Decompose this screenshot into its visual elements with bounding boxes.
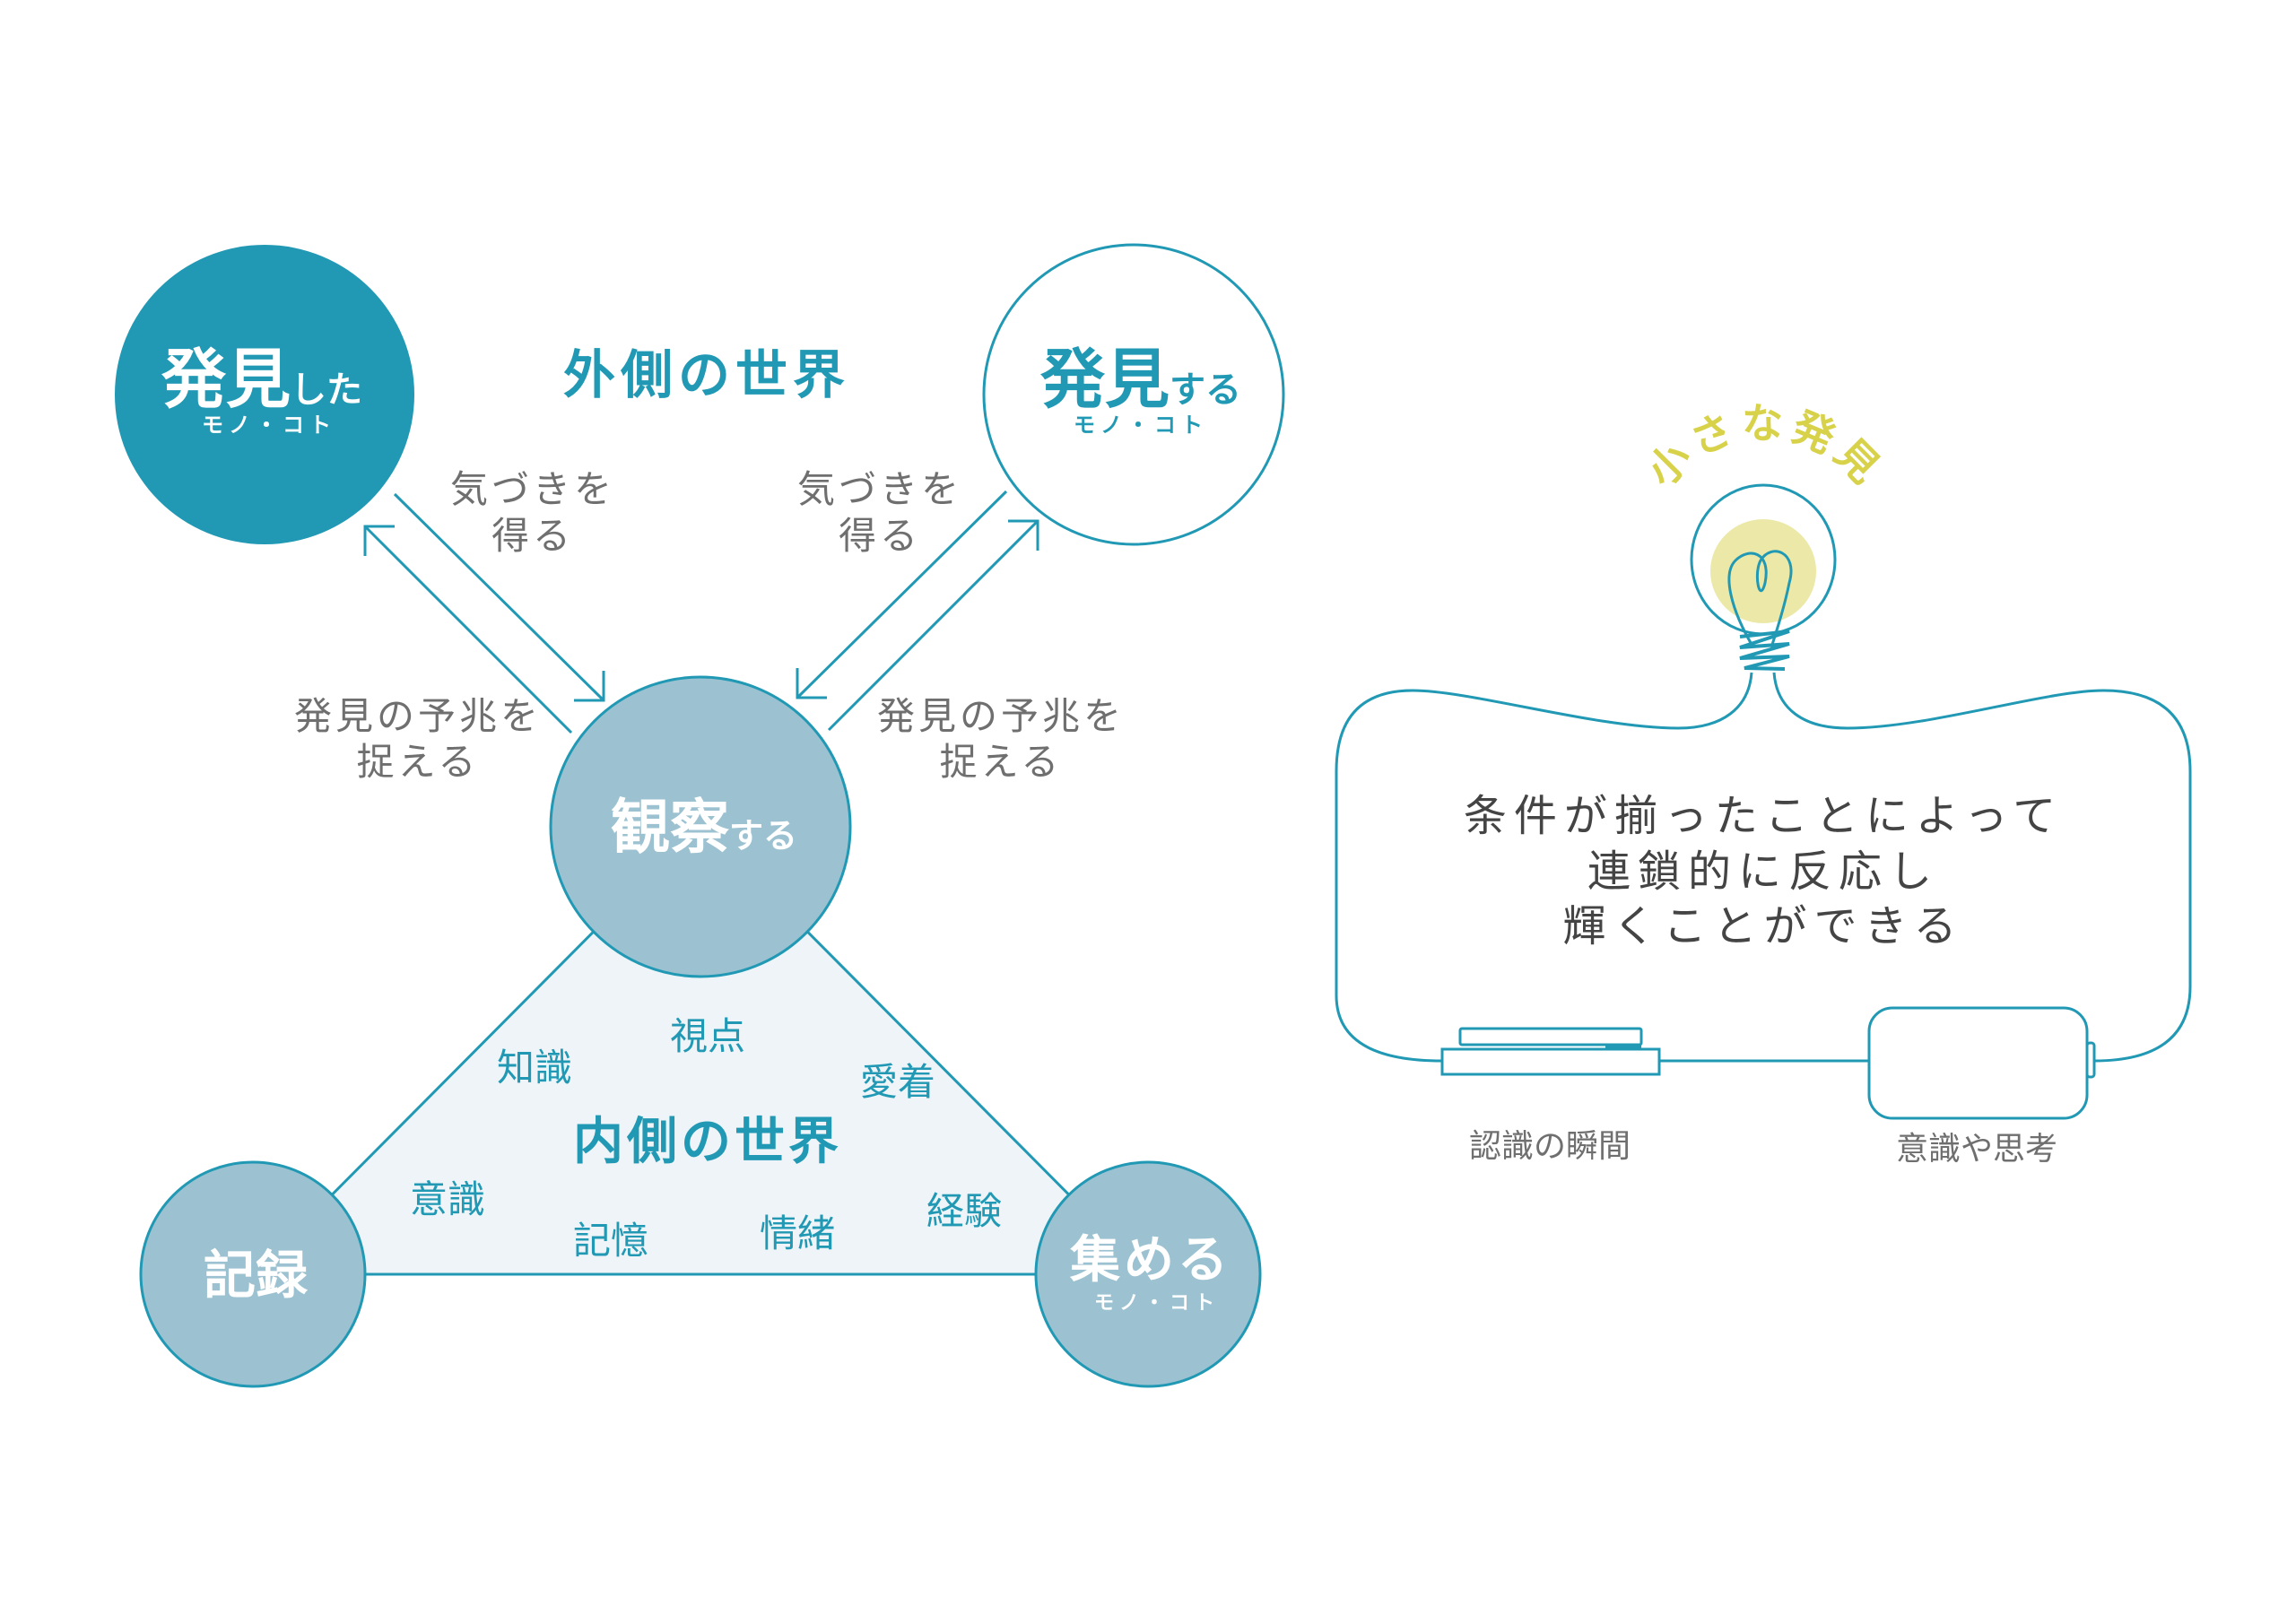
discovered-main: 発見 <box>161 342 291 417</box>
arrow-sign-right <box>827 519 1039 732</box>
switch-icon <box>1440 1027 1661 1076</box>
word-attachment: 愛着 <box>860 1060 935 1104</box>
word-experience: 経験 <box>926 1189 1002 1233</box>
arrow-gain-left <box>393 492 605 702</box>
inner-world-title: 内側の世界 <box>573 1113 842 1171</box>
message-line3: 輝くことができる <box>1562 901 1963 951</box>
outer-world-title: 外側の世界 <box>563 344 850 405</box>
right-sign-line2: 捉える <box>940 740 1063 784</box>
discover-main: 発見 <box>1040 342 1170 417</box>
svg-text:発見した: 発見した <box>161 342 362 417</box>
observe-main: 観察 <box>611 793 729 862</box>
collect-label: 集める <box>1069 1231 1231 1290</box>
discovered-suffix: した <box>291 369 362 411</box>
left-gain-line2: 得る <box>491 514 574 558</box>
lightbulb-icon <box>1690 483 1837 671</box>
word-viewpoint: 視点 <box>670 1014 745 1058</box>
discover-suffix: する <box>1170 369 1241 411</box>
right-sign-line1: 発見の予兆を <box>877 694 1125 738</box>
circuit-wire-left <box>1335 672 1753 1063</box>
arrow-sign-left <box>363 525 573 734</box>
circuit: 小さな発見 条件が揃ったことによって 連鎖的に反応し 輝くことができる 認識の瞬… <box>1335 399 2192 1168</box>
record-circle: 記録 <box>139 1160 367 1388</box>
discovered-circle: 発見した モノ・コト <box>115 245 414 544</box>
left-sign-line1: 発見の予兆を <box>294 694 542 738</box>
battery-icon <box>1867 1006 2096 1120</box>
word-memory: 記憶 <box>573 1219 648 1263</box>
discover-circle: 発見する モノ・コト <box>982 243 1285 546</box>
word-emotion: 情緒 <box>760 1211 835 1255</box>
switch-label: 認識の瞬間 <box>1469 1128 1631 1165</box>
left-sign-line2: 捉える <box>357 740 480 784</box>
word-knowledge: 知識 <box>497 1046 572 1090</box>
right-gain-line1: 気づきを <box>797 467 962 511</box>
right-gain-line2: 得る <box>839 514 921 558</box>
observe-circle: 観察する <box>549 675 852 978</box>
circuit-wire-right <box>1772 672 2192 1063</box>
observe-suffix: する <box>729 816 797 855</box>
discover-sub: モノ・コト <box>1074 413 1208 438</box>
svg-text:観察する: 観察する <box>611 793 797 862</box>
record-label: 記録 <box>204 1245 309 1306</box>
svg-text:発見する: 発見する <box>1040 342 1241 417</box>
arrow-gain-right <box>796 490 1008 699</box>
inner-world-triangle <box>249 821 1152 1276</box>
message-line2: 連鎖的に反応し <box>1587 847 1939 897</box>
bulb-label: 小さな発見 <box>1638 399 1893 496</box>
word-consciousness: 意識 <box>410 1177 485 1221</box>
left-gain-line1: 気づきを <box>450 467 615 511</box>
discovered-sub: モノ・コト <box>202 413 336 438</box>
battery-label: 意識や思考 <box>1896 1131 2057 1168</box>
collect-sub: モノ・コト <box>1094 1292 1220 1315</box>
message-line1: 条件が揃ったことによって <box>1464 791 2063 841</box>
collect-circle: 集める モノ・コト <box>1034 1160 1262 1388</box>
